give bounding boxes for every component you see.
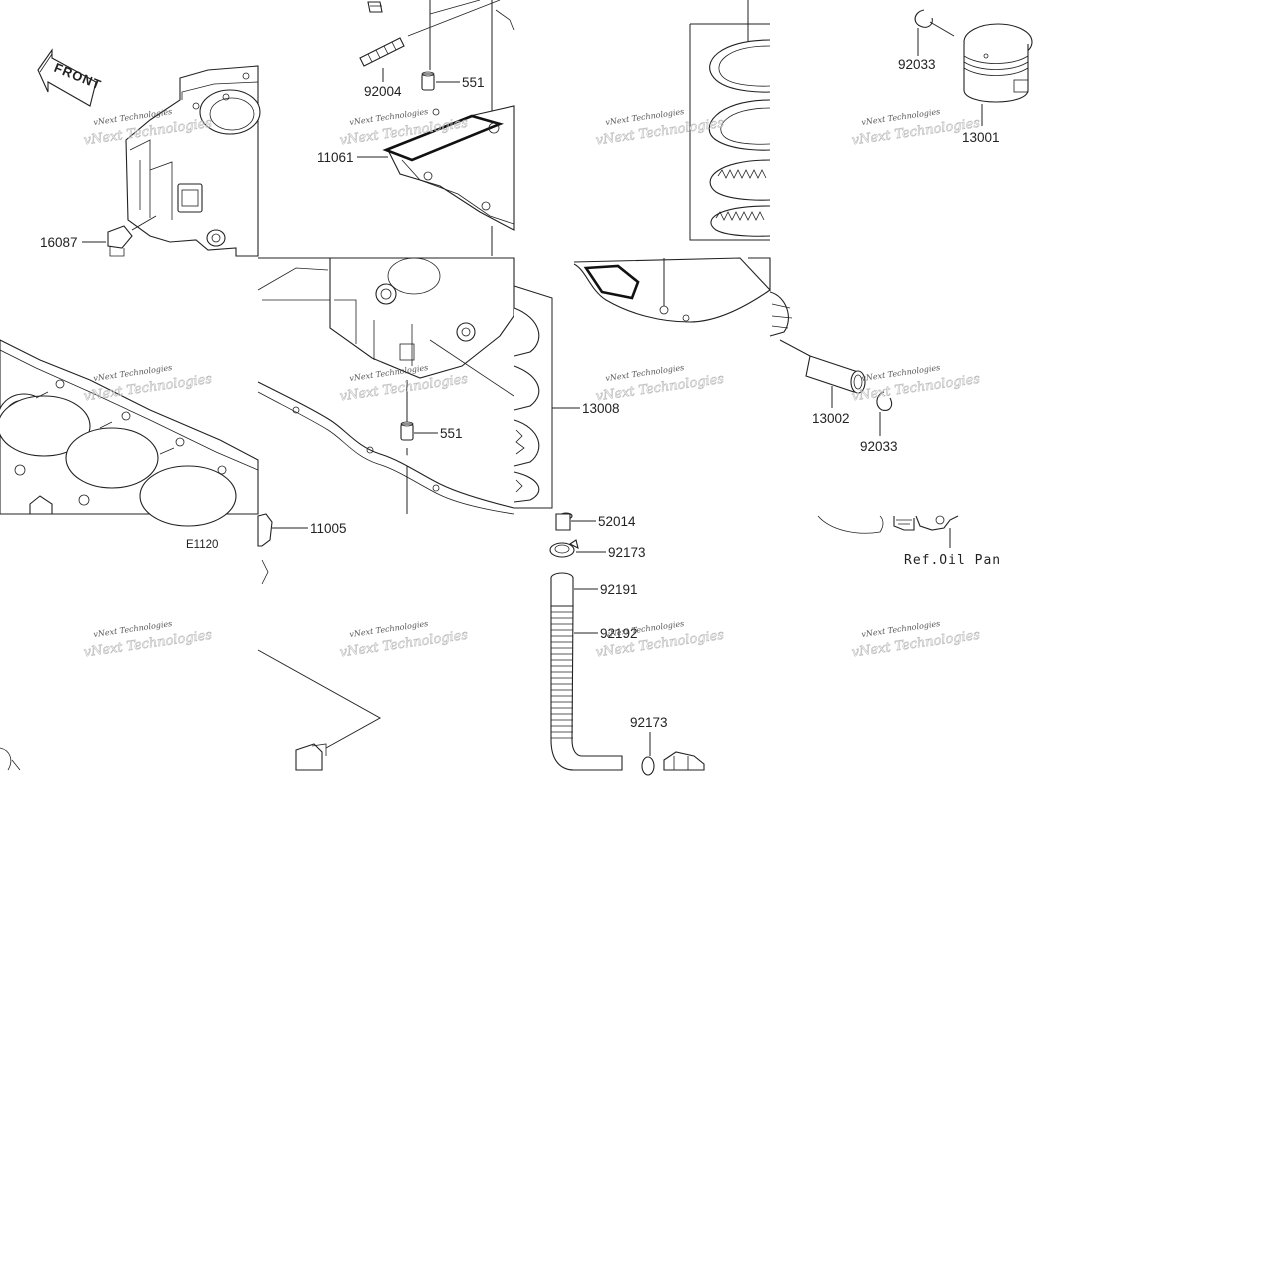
callout-11061: 11061	[317, 150, 354, 165]
piston-area: 92033 13001	[898, 9, 1033, 145]
callout-92173-lower: 92173	[630, 715, 668, 730]
part-92173: 92173	[549, 539, 646, 560]
watermark: vNext Technologies vNext Technologies	[339, 619, 470, 661]
callout-13002: 13002	[812, 411, 850, 426]
part-11005-area: 11005	[257, 513, 382, 771]
callout-92191: 92191	[600, 582, 638, 597]
part-551-top: 551	[421, 71, 485, 91]
watermark: vNext Technologies vNext Technologies	[851, 363, 982, 405]
part-92192: 92192	[550, 605, 638, 771]
callout-92033: 92033	[898, 57, 936, 72]
part-92033: 92033	[898, 9, 955, 72]
callout-11005: 11005	[310, 521, 347, 536]
callout-16087: 16087	[40, 235, 78, 250]
block-underside: 551	[257, 257, 515, 515]
cylinder-block-top: FRONT 16087	[37, 48, 261, 257]
part-13001-piston: 13001	[962, 23, 1033, 145]
watermark: vNext Technologies vNext Technologies	[595, 619, 726, 661]
callout-92192: 92192	[600, 626, 638, 641]
watermark: vNext Technologies vNext Technologies	[595, 363, 726, 405]
piston-ring-set	[689, 0, 771, 241]
part-11061: 11061	[317, 105, 515, 231]
part-92033-lower: 92033	[860, 391, 898, 454]
callout-551-top: 551	[462, 75, 485, 90]
breather-hose: 92173 92191 92192 92173	[549, 539, 705, 776]
callout-92004: 92004	[364, 84, 402, 99]
oil-pan-ref: Ref.Oil Pan	[817, 515, 1001, 568]
callout-551-mid: 551	[440, 426, 463, 441]
part-92191: 92191	[550, 572, 638, 607]
watermark: vNext Technologies vNext Technologies	[83, 619, 214, 661]
callout-92173: 92173	[608, 545, 646, 560]
callout-13008: 13008	[582, 401, 620, 416]
piston-pin-area: 13002 92033	[769, 291, 898, 454]
callout-52014: 52014	[598, 514, 636, 529]
part-92173-lower: 92173	[630, 715, 705, 776]
callout-92033-lower: 92033	[860, 439, 898, 454]
callout-13001: 13001	[962, 130, 1000, 145]
part-551-mid: 551	[400, 421, 463, 441]
cylinder-block-bottom	[0, 339, 259, 527]
part-92004: 92004	[359, 37, 405, 99]
front-arrow-icon: FRONT	[37, 48, 104, 107]
head-gasket-area: 92004 551 11061	[317, 0, 515, 256]
ref-oil-pan: Ref.Oil Pan	[904, 553, 1001, 568]
watermark: vNext Technologies vNext Technologies	[851, 619, 982, 661]
figure-code-area: E1120	[0, 539, 218, 771]
figure-code: E1120	[186, 539, 218, 551]
part-52014: 52014	[555, 513, 636, 531]
part-13002: 13002	[805, 355, 866, 426]
watermark: vNext Technologies vNext Technologies	[595, 107, 726, 149]
watermark: vNext Technologies vNext Technologies	[83, 363, 214, 405]
part-16087: 16087	[40, 215, 157, 257]
ring-set-lower: 13008 52014	[513, 257, 771, 531]
